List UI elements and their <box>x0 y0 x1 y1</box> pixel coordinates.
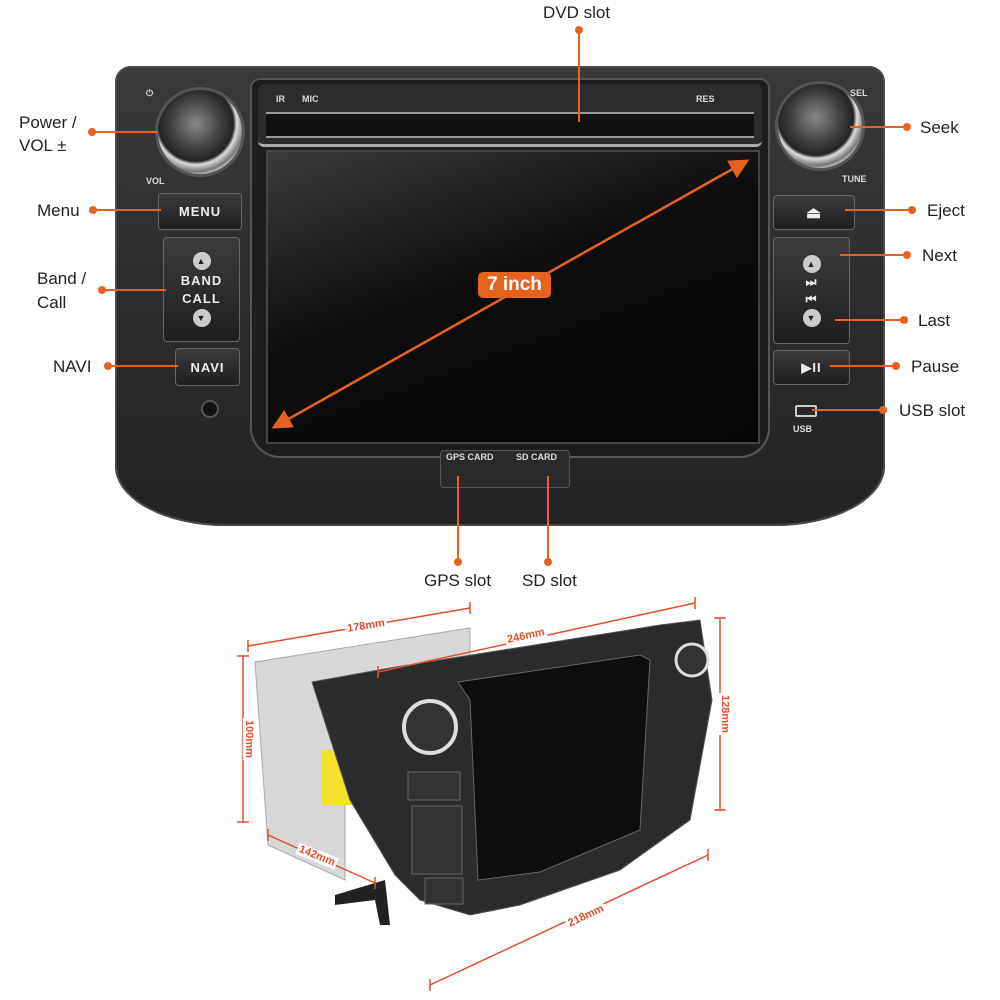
callout-line <box>102 289 166 291</box>
navi-button[interactable]: NAVI <box>175 348 240 386</box>
callout-line <box>830 365 893 367</box>
up-arrow-icon: ▲ <box>802 254 821 273</box>
callout-dot <box>454 558 462 566</box>
callout-line <box>840 254 904 256</box>
seek-callout-label: Seek <box>920 118 959 137</box>
next-last-button[interactable]: ▲ ⏭ ⏮ ▼ <box>773 237 850 344</box>
dvd-slot[interactable] <box>266 112 754 138</box>
call-callout-label: Call <box>37 293 67 312</box>
navi-callout-label: NAVI <box>53 357 92 376</box>
sd-card-label: SD CARD <box>516 452 558 462</box>
mounting-bracket <box>335 880 390 925</box>
pause-callout-label: Pause <box>911 357 960 376</box>
next-callout-label: Next <box>922 246 957 265</box>
audio-jack <box>201 400 219 418</box>
sd-slot-label: SD slot <box>522 571 577 590</box>
down-arrow-icon: ▼ <box>192 309 211 327</box>
up-arrow-icon: ▲ <box>192 252 211 270</box>
angled-screen <box>457 654 651 881</box>
callout-line <box>850 126 906 128</box>
height-right-dimension: 128mm <box>718 693 731 735</box>
res-label: RES <box>696 94 715 104</box>
band-label: BAND <box>180 273 223 288</box>
angled-seek-knob <box>674 642 710 678</box>
menu-button[interactable]: MENU <box>158 193 242 230</box>
screen-size-badge: 7 inch <box>478 272 551 298</box>
ir-label: IR <box>276 94 285 104</box>
callout-dot <box>908 206 916 214</box>
height-left-dimension: 100mm <box>242 718 255 760</box>
callout-line <box>578 30 580 122</box>
power-icon: ⏻ <box>146 88 154 98</box>
next-icon: ⏭ <box>805 274 818 289</box>
usb-callout-label: USB slot <box>899 401 966 420</box>
previous-icon: ⏮ <box>805 291 818 306</box>
power-label: Power / <box>19 113 77 132</box>
tune-label: TUNE <box>842 174 867 184</box>
angled-navi-button <box>424 877 464 905</box>
play-pause-button[interactable]: ▶II <box>773 350 850 385</box>
callout-line <box>845 209 909 211</box>
callout-dot <box>892 362 900 370</box>
mic-label: MIC <box>302 94 319 104</box>
usb-label: USB <box>793 424 813 434</box>
callout-dot <box>903 123 911 131</box>
band-callout-label: Band / <box>37 269 87 288</box>
usb-port[interactable] <box>795 405 817 417</box>
band-call-button[interactable]: ▲ BAND CALL ▼ <box>163 237 240 342</box>
last-callout-label: Last <box>918 311 951 330</box>
gps-slot-label: GPS slot <box>424 571 492 590</box>
callout-line <box>812 409 880 411</box>
callout-dot <box>544 558 552 566</box>
vol-pm-label: VOL ± <box>19 136 67 155</box>
call-label: CALL <box>182 291 221 306</box>
callout-dot <box>879 406 887 414</box>
eject-callout-label: Eject <box>927 201 965 220</box>
dvd-slot-label: DVD slot <box>543 3 611 22</box>
seek-tune-knob[interactable] <box>778 84 862 168</box>
callout-dot <box>903 251 911 259</box>
angled-band-call-button <box>411 805 463 875</box>
callout-dot <box>900 316 908 324</box>
callout-line <box>93 209 161 211</box>
callout-line <box>457 476 459 560</box>
down-arrow-icon: ▼ <box>802 308 821 327</box>
eject-button[interactable]: ⏏ <box>773 195 855 230</box>
gps-card-label: GPS CARD <box>446 452 494 462</box>
callout-line <box>92 131 158 133</box>
callout-line <box>108 365 178 367</box>
angled-menu-button <box>407 771 461 801</box>
callout-line <box>835 319 901 321</box>
menu-callout-label: Menu <box>37 201 80 220</box>
power-volume-knob[interactable] <box>158 90 242 174</box>
vol-label: VOL <box>146 176 165 186</box>
sel-label: SEL <box>850 88 868 98</box>
callout-line <box>547 476 549 560</box>
angled-volume-knob <box>402 699 458 755</box>
